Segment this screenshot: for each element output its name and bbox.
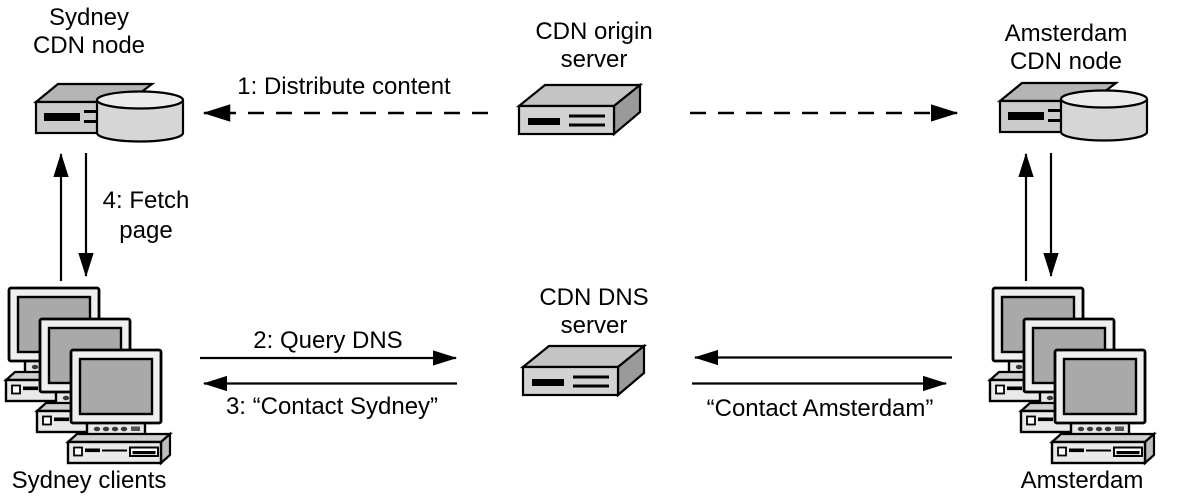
amsterdam-cdn-node-icon (998, 81, 1149, 142)
cdn-dns-server-label: CDN DNS server (539, 284, 649, 339)
cdn-dns-server-icon (521, 344, 646, 397)
sydney-cdn-node-label: Sydney CDN node (32, 4, 146, 59)
contact-sydney-message: 3: “Contact Sydney” (225, 393, 439, 420)
sydney-clients-label: Sydney clients (11, 467, 167, 494)
cdn-origin-server-label: CDN origin server (535, 18, 653, 73)
amsterdam-clients-label: Amsterdam clients (1020, 467, 1144, 498)
sydney-cdn-node-icon (34, 82, 185, 143)
query-dns-message: 2: Query DNS (253, 327, 403, 354)
fetch-page-message: 4: Fetch page (102, 187, 190, 244)
contact-amsterdam-message: “Contact Amsterdam” (706, 395, 934, 422)
cdn-origin-server-icon (517, 83, 642, 136)
amsterdam-clients-icon (990, 288, 1154, 463)
distribute-content-message: 1: Distribute content (237, 73, 451, 100)
sydney-clients-icon (6, 288, 170, 463)
amsterdam-cdn-node-label: Amsterdam CDN node (1004, 20, 1128, 75)
